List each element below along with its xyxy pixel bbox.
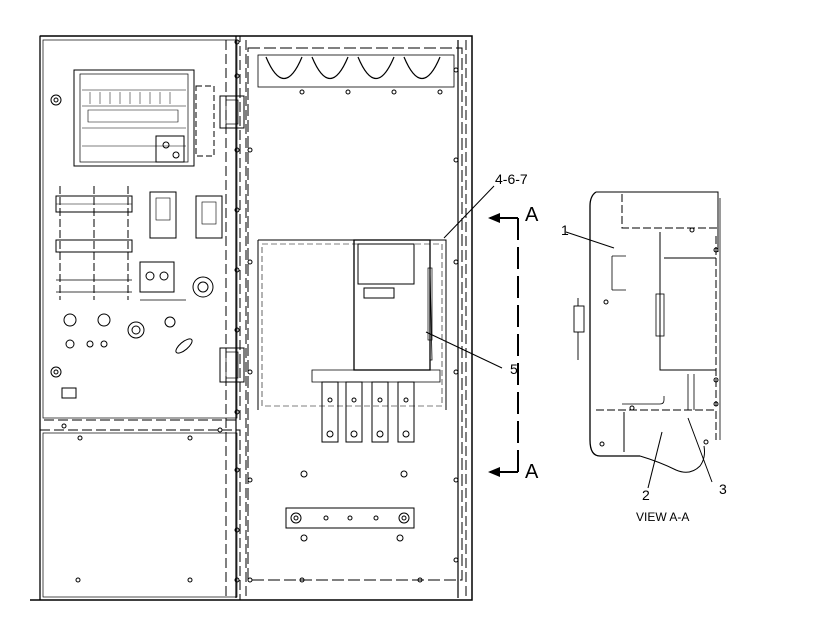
control-module bbox=[73, 69, 215, 167]
cabinet-fasteners bbox=[234, 39, 459, 583]
callout-2: 2 bbox=[642, 487, 650, 503]
busbars bbox=[321, 381, 415, 443]
callout-3: 3 bbox=[719, 481, 727, 497]
lower-compartment-holes bbox=[61, 423, 223, 583]
section-marker-top: A bbox=[525, 204, 539, 226]
section-line-a-a bbox=[490, 217, 519, 473]
cable-entry-holes bbox=[257, 54, 455, 88]
neutral-terminal-bar bbox=[285, 470, 415, 542]
callout-5: 5 bbox=[510, 361, 518, 377]
round-controls bbox=[50, 94, 193, 399]
view-label: VIEW A-A bbox=[636, 510, 690, 524]
circuit-breaker bbox=[311, 239, 441, 383]
section-marker-bottom: A bbox=[525, 461, 539, 483]
cabinet-outline bbox=[30, 35, 473, 601]
section-arrowheads bbox=[488, 213, 500, 477]
din-rails bbox=[55, 186, 223, 301]
view-a-a-section bbox=[573, 191, 721, 473]
breaker-mounting-plate bbox=[257, 239, 447, 410]
leader-lines-view bbox=[565, 231, 713, 489]
leader-lines-main bbox=[425, 185, 503, 369]
callout-1: 1 bbox=[561, 222, 569, 238]
callout-4-6-7: 4-6-7 bbox=[495, 171, 528, 187]
door-hinges bbox=[219, 95, 245, 383]
